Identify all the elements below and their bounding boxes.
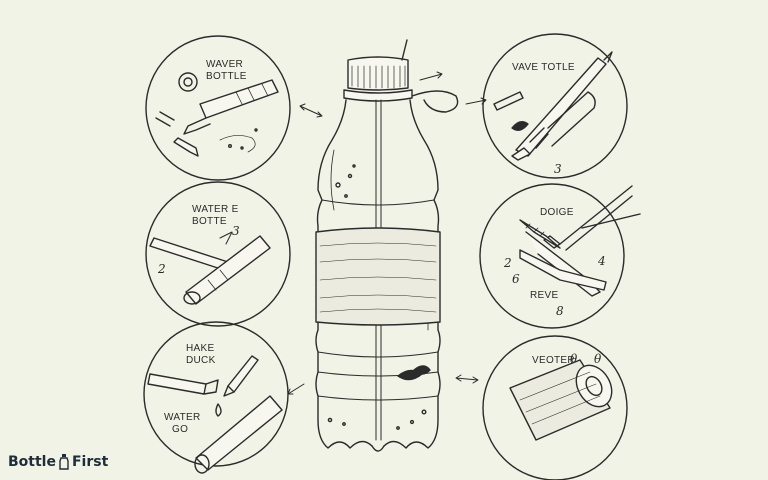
middle-left-number-b: 2	[158, 262, 166, 276]
middle-right-title: DOIGE	[540, 207, 574, 218]
bottom-left-title-line1: HAKE	[186, 343, 215, 354]
middle-left-number-a: 3	[232, 224, 240, 238]
step-circle-bottom-left	[143, 321, 289, 474]
middle-right-number-b: 6	[512, 272, 520, 286]
brand-name-part2: First	[71, 454, 109, 470]
bottom-left-caption-line2: GO	[172, 424, 189, 435]
bottom-right-number-b: θ	[594, 352, 602, 366]
bottom-left-title-line2: DUCK	[186, 355, 216, 366]
top-right-title: VAVE TOTLE	[512, 62, 575, 73]
bottom-left-caption-line1: WATER	[164, 412, 201, 423]
step-circle-middle-left	[145, 181, 291, 327]
step-circle-top-left	[145, 35, 291, 181]
bottom-right-title: VEOTER	[532, 355, 575, 366]
bottle-logo-icon	[59, 454, 69, 470]
bottom-right-number-a: θ	[570, 352, 578, 366]
top-left-title-line1: WAVER	[206, 59, 244, 70]
middle-right-number-c: 4	[598, 254, 606, 268]
brand-name-part1: Bottle	[8, 454, 56, 470]
middle-left-title-line2: BOTTE	[192, 216, 227, 227]
top-left-title-line2: BOTTLE	[206, 71, 247, 82]
step-circle-top-right	[482, 33, 628, 179]
brand-logo: Bottle First	[8, 451, 108, 473]
middle-right-number-d: 8	[556, 304, 564, 318]
step-circle-middle-right	[479, 183, 641, 329]
step-circle-bottom-right	[482, 335, 628, 480]
middle-right-caption: REVE	[530, 290, 559, 301]
middle-left-title-line1: WATER E	[192, 204, 239, 215]
middle-right-number-a: 2	[504, 256, 512, 270]
top-right-number: 3	[554, 162, 562, 176]
water-bottle	[315, 39, 459, 452]
